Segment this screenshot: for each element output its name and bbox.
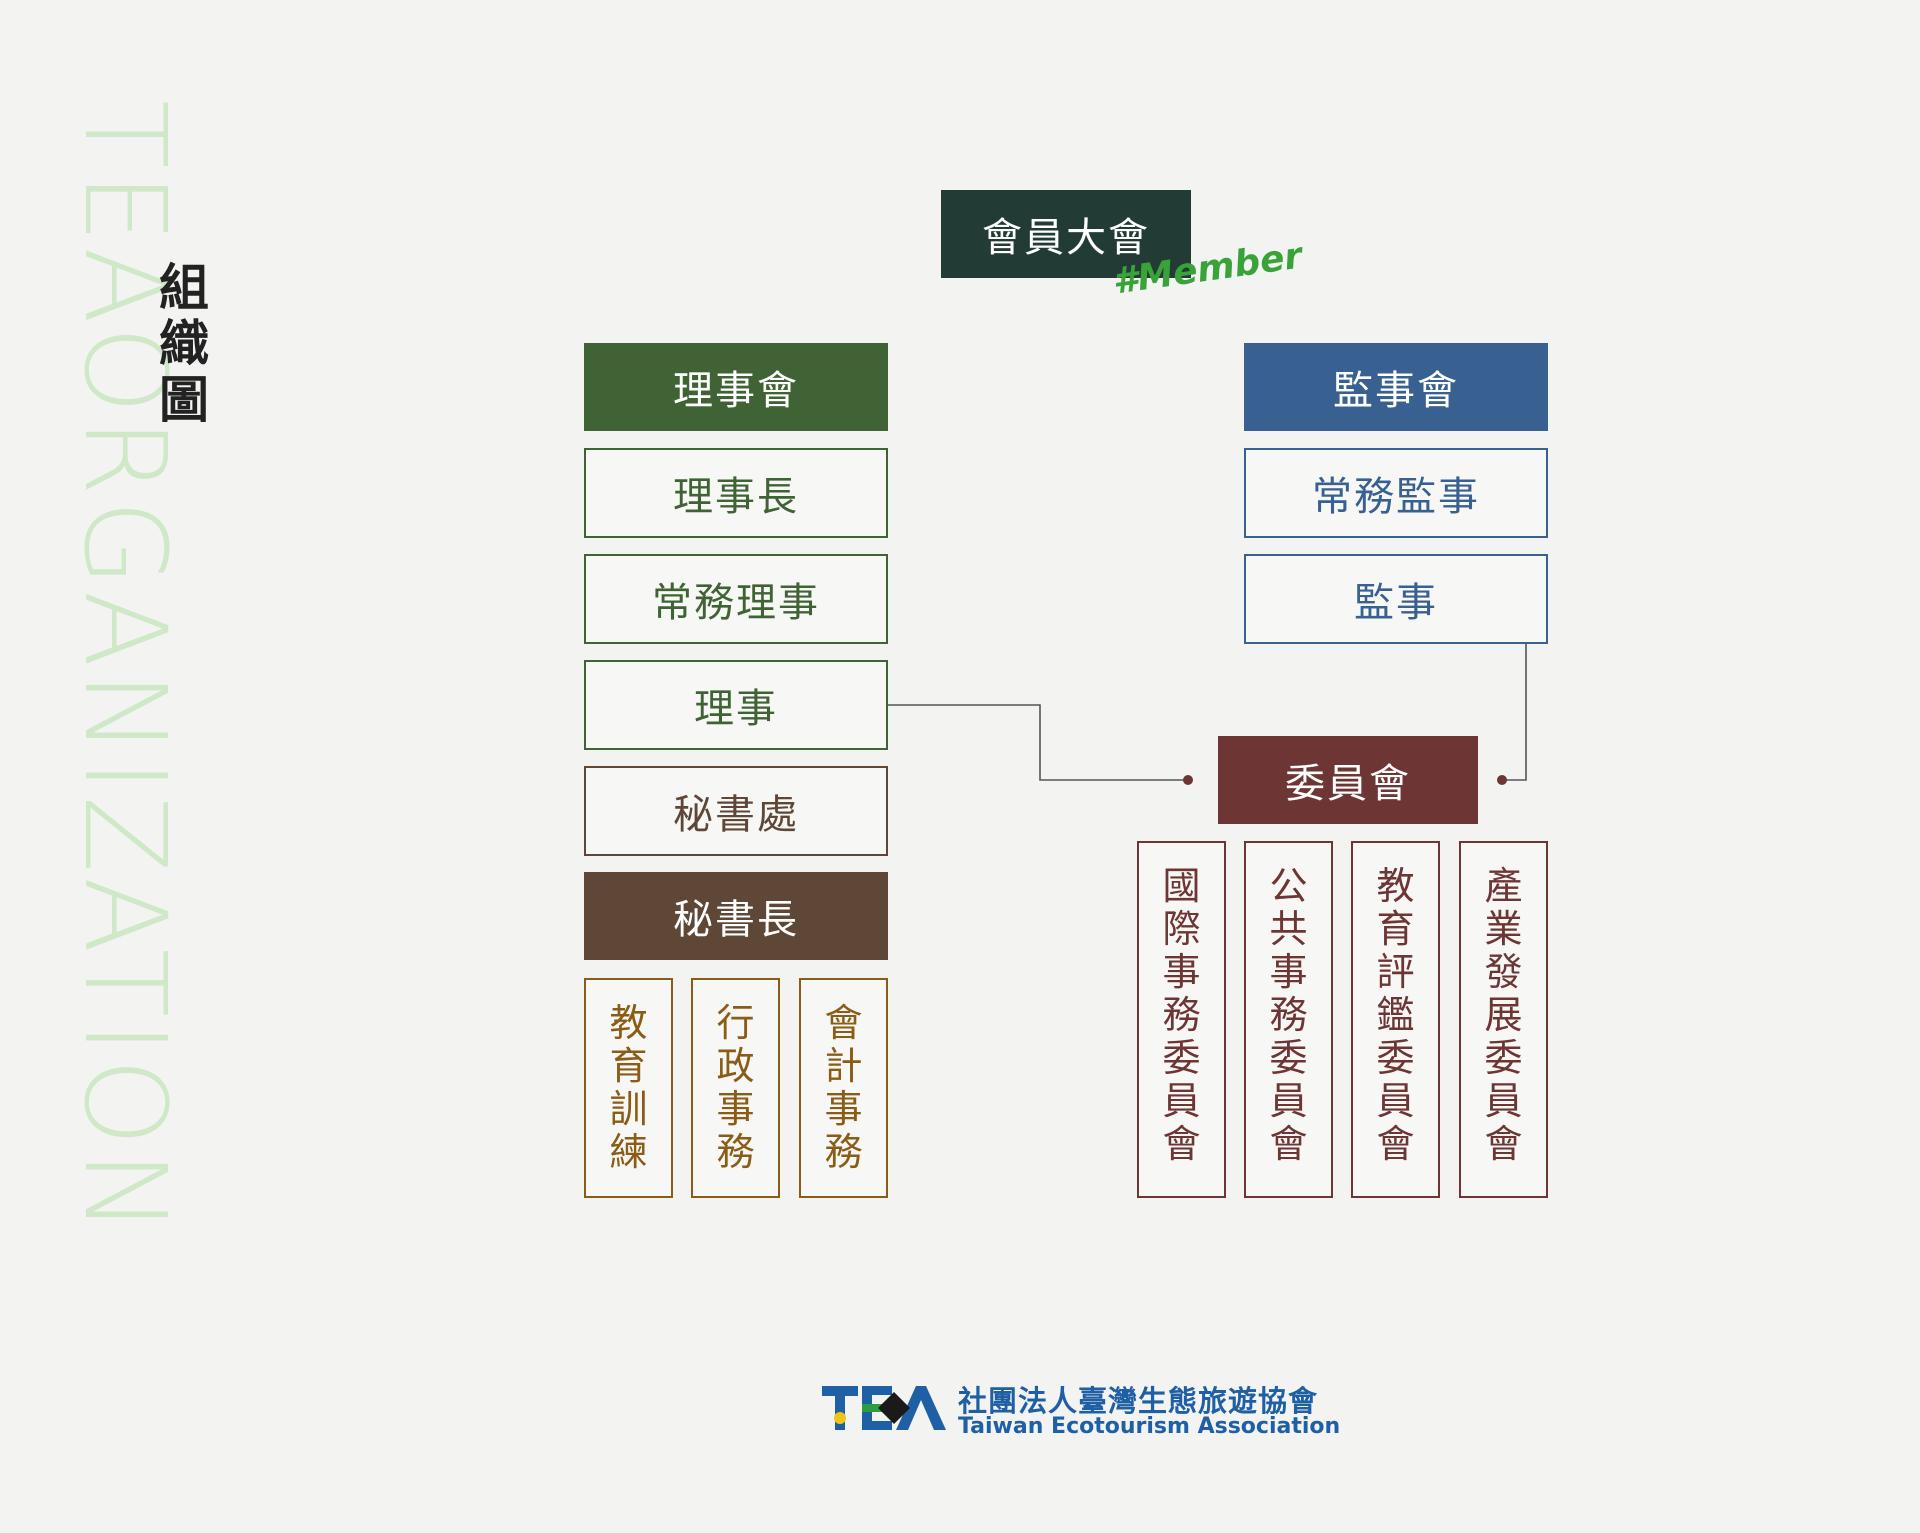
executive-director-label: 常務理事 — [652, 580, 820, 626]
supervisor-label: 監事 — [1354, 580, 1438, 626]
education-training-box: 教育訓練 — [584, 978, 673, 1198]
logo-name-cn: 社團法人臺灣生態旅遊協會 — [958, 1384, 1319, 1418]
supervisor-to-committee-line — [1502, 643, 1527, 781]
accounting-label: 會計事務 — [824, 1001, 863, 1174]
secretary-general-box: 秘書長 — [584, 872, 888, 960]
tea-logo-icon — [822, 1386, 946, 1430]
public-affairs-committee-box: 公共事務委員會 — [1244, 841, 1333, 1198]
organization-watermark: TEAORGANIZATION — [59, 100, 189, 1239]
administration-label: 行政事務 — [716, 1001, 755, 1174]
board-header-label: 理事會 — [673, 368, 799, 414]
secretariat-box: 秘書處 — [584, 766, 888, 856]
education-evaluation-committee-box: 教育評鑑委員會 — [1351, 841, 1440, 1198]
board-header: 理事會 — [584, 343, 888, 431]
director-label: 理事 — [694, 686, 778, 732]
tea-logo: 社團法人臺灣生態旅遊協會 Taiwan Ecotourism Associati… — [822, 1378, 1340, 1440]
secretary-general-label: 秘書長 — [673, 897, 799, 943]
international-affairs-committee-box: 國際事務委員會 — [1137, 841, 1226, 1198]
international-affairs-committee-label: 國際事務委員會 — [1162, 864, 1201, 1166]
education-evaluation-committee-label: 教育評鑑委員會 — [1376, 864, 1415, 1166]
secretariat-label: 秘書處 — [673, 792, 799, 838]
executive-director-box: 常務理事 — [584, 554, 888, 644]
administration-box: 行政事務 — [691, 978, 780, 1198]
industry-development-committee-box: 產業發展委員會 — [1459, 841, 1548, 1198]
committee-left-connector-dot — [1183, 775, 1193, 785]
public-affairs-committee-label: 公共事務委員會 — [1269, 864, 1308, 1166]
committee-header-label: 委員會 — [1285, 761, 1411, 807]
director-box: 理事 — [584, 660, 888, 750]
committee-right-connector-dot — [1497, 775, 1507, 785]
education-training-label: 教育訓練 — [609, 1001, 648, 1174]
board-chair-label: 理事長 — [673, 474, 799, 520]
standing-supervisor-label: 常務監事 — [1312, 474, 1480, 520]
accounting-box: 會計事務 — [799, 978, 888, 1198]
page-title: 組織圖 — [159, 259, 209, 429]
standing-supervisor-box: 常務監事 — [1244, 448, 1548, 538]
board-chair-box: 理事長 — [584, 448, 888, 538]
committee-header: 委員會 — [1218, 736, 1478, 824]
supervisor-box: 監事 — [1244, 554, 1548, 644]
industry-development-committee-label: 產業發展委員會 — [1484, 864, 1523, 1166]
logo-name-en: Taiwan Ecotourism Association — [958, 1414, 1341, 1439]
general-assembly-label: 會員大會 — [982, 215, 1150, 261]
supervisors-header-label: 監事會 — [1333, 368, 1459, 414]
board-to-committee-line — [888, 704, 1188, 781]
general-assembly-box: 會員大會 — [941, 190, 1191, 278]
supervisors-header: 監事會 — [1244, 343, 1548, 431]
